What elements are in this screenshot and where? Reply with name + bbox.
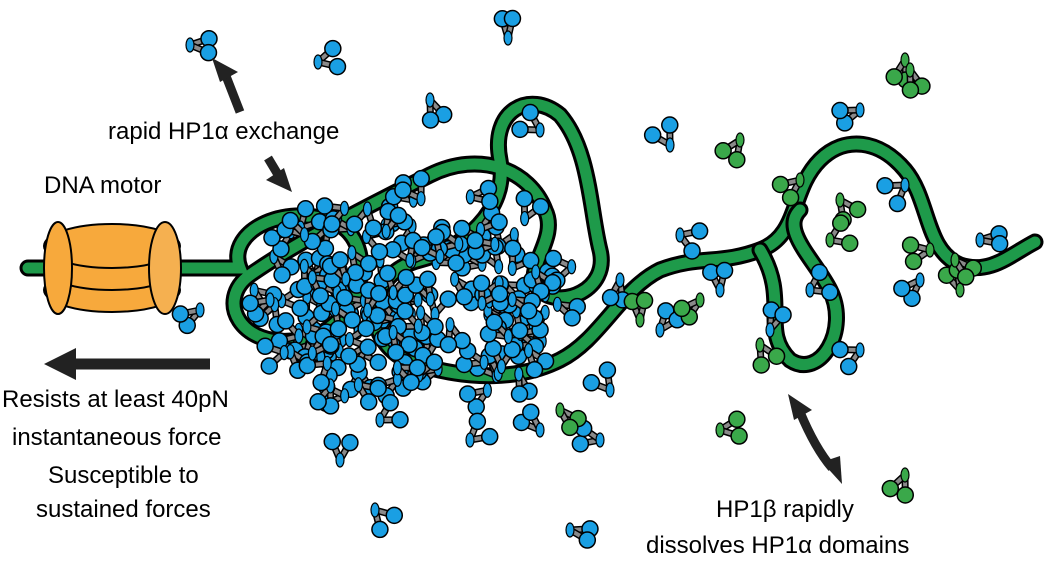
- hp1-dimer-icon: [876, 177, 910, 213]
- hp1-dimer-icon: [455, 342, 489, 374]
- hp1b-label-line1: HP1β rapidly: [716, 496, 854, 523]
- motor-protein-icon: [43, 221, 182, 315]
- hp1-dimer-icon: [571, 419, 605, 453]
- hp1-dimer-icon: [298, 355, 332, 392]
- susceptible-label-line2: sustained forces: [36, 496, 211, 523]
- hp1-dimer-icon: [321, 251, 351, 287]
- hp1b-label-line2: dissolves HP1α domains: [646, 532, 910, 559]
- hp1-dimer-icon: [762, 301, 792, 338]
- hp1-dimer-icon: [552, 296, 586, 327]
- hp1-dimer-icon: [450, 271, 481, 306]
- hp1-dimer-icon: [507, 291, 541, 320]
- hp1-dimer-icon: [359, 281, 388, 318]
- hp1-dimer-icon: [329, 301, 361, 338]
- hp1-dimer-icon: [975, 225, 1009, 253]
- hp1-dimer-icon: [555, 402, 587, 437]
- hp1-dimer-icon: [655, 302, 686, 338]
- hp1-dimer-icon: [512, 403, 545, 438]
- hp1-dimer-icon: [389, 302, 423, 336]
- hp1-dimer-icon: [484, 339, 521, 375]
- hp1-dimer-icon: [715, 410, 748, 445]
- hp1-dimer-icon: [256, 337, 289, 375]
- hp1-dimer-icon: [353, 377, 387, 411]
- hp1-dimer-icon: [465, 412, 499, 448]
- hp1-dimer-icon: [893, 272, 925, 308]
- hp1-dimer-icon: [515, 189, 550, 227]
- hp1-dimer-icon: [413, 228, 445, 265]
- hp1-dimer-icon: [384, 231, 422, 268]
- hp1-dimer-icon: [623, 291, 654, 328]
- hp1-dimer-icon: [643, 116, 679, 153]
- hp1-dimer-icon: [479, 313, 513, 345]
- hp1-dimer-icon: [901, 236, 935, 271]
- hp1-dimer-icon: [702, 261, 734, 298]
- hp1-dimer-icon: [673, 292, 705, 326]
- hp1-dimer-icon: [901, 62, 931, 99]
- motor-label: DNA motor: [44, 172, 162, 199]
- hp1-dimer-icon: [881, 467, 915, 504]
- hp1-dimer-icon: [582, 361, 617, 398]
- hp1-dimer-icon: [185, 29, 218, 62]
- hp1-dimer-icon: [241, 292, 275, 323]
- hp1-dimer-icon: [295, 200, 329, 236]
- hp1-dimer-icon: [370, 502, 404, 539]
- hp1-dimer-icon: [752, 337, 786, 374]
- hp1-dimer-icon: [466, 231, 500, 261]
- hp1-dimer-icon: [511, 103, 545, 139]
- hp1-dimer-icon: [475, 204, 508, 238]
- hp1b-dimer-cluster: [555, 52, 983, 504]
- hp1-dimer-icon: [392, 359, 427, 392]
- hp1-dimer-icon: [831, 101, 865, 132]
- hp1-dimer-icon: [458, 382, 492, 416]
- hp1-dimer-icon: [171, 302, 205, 335]
- hp1-dimer-icon: [378, 264, 415, 301]
- hp1-dimer-icon: [344, 319, 377, 356]
- hp1-dimer-icon: [387, 324, 418, 362]
- exchange-double-arrow-icon: [212, 58, 292, 192]
- hp1-dimer-icon: [276, 211, 310, 243]
- hp1-dimer-icon: [831, 340, 865, 376]
- hp1-dimer-icon: [394, 169, 430, 207]
- hp1-dimer-icon: [315, 197, 350, 233]
- hp1-dimer-icon: [675, 222, 709, 260]
- hp1-dimer-icon: [379, 202, 408, 239]
- hp1-dimer-icon: [323, 432, 359, 468]
- hp1-dimer-icon: [345, 201, 383, 237]
- force-left-arrow-icon: [44, 348, 210, 380]
- hp1-dimer-icon: [523, 343, 555, 379]
- susceptible-label-line1: Susceptible to: [48, 462, 199, 489]
- hp1a-dimer-cluster: [171, 9, 1009, 549]
- dissolve-double-arrow-icon: [788, 394, 842, 484]
- exchange-label: rapid HP1α exchange: [108, 118, 340, 145]
- hp1-dimer-icon: [270, 312, 304, 350]
- hp1-dimer-icon: [950, 252, 983, 286]
- hp1-dimer-icon: [307, 327, 340, 361]
- resists-label-line2: instantaneous force: [12, 424, 222, 451]
- hp1-dimer-icon: [771, 172, 805, 207]
- hp1-dimer-icon: [313, 39, 347, 76]
- hp1-dimer-icon: [269, 249, 300, 284]
- hp1-dimer-icon: [805, 263, 839, 302]
- hp1-dimer-icon: [439, 317, 471, 354]
- hp1-dimer-icon: [309, 378, 340, 415]
- hp1-dimer-icon: [472, 274, 509, 311]
- hp1-dimer-icon: [375, 394, 409, 429]
- hp1-dimer-icon: [504, 239, 540, 276]
- hp1-dimer-icon: [714, 132, 746, 169]
- hp1-dimer-icon: [465, 179, 499, 211]
- hp1-dimer-icon: [825, 214, 859, 253]
- hp1-dimer-icon: [421, 92, 453, 129]
- resists-label-line1: Resists at least 40pN: [2, 386, 229, 413]
- hp1-dimer-icon: [565, 520, 599, 549]
- hp1-dimer-icon: [510, 366, 538, 403]
- hp1-dimer-icon: [493, 9, 522, 46]
